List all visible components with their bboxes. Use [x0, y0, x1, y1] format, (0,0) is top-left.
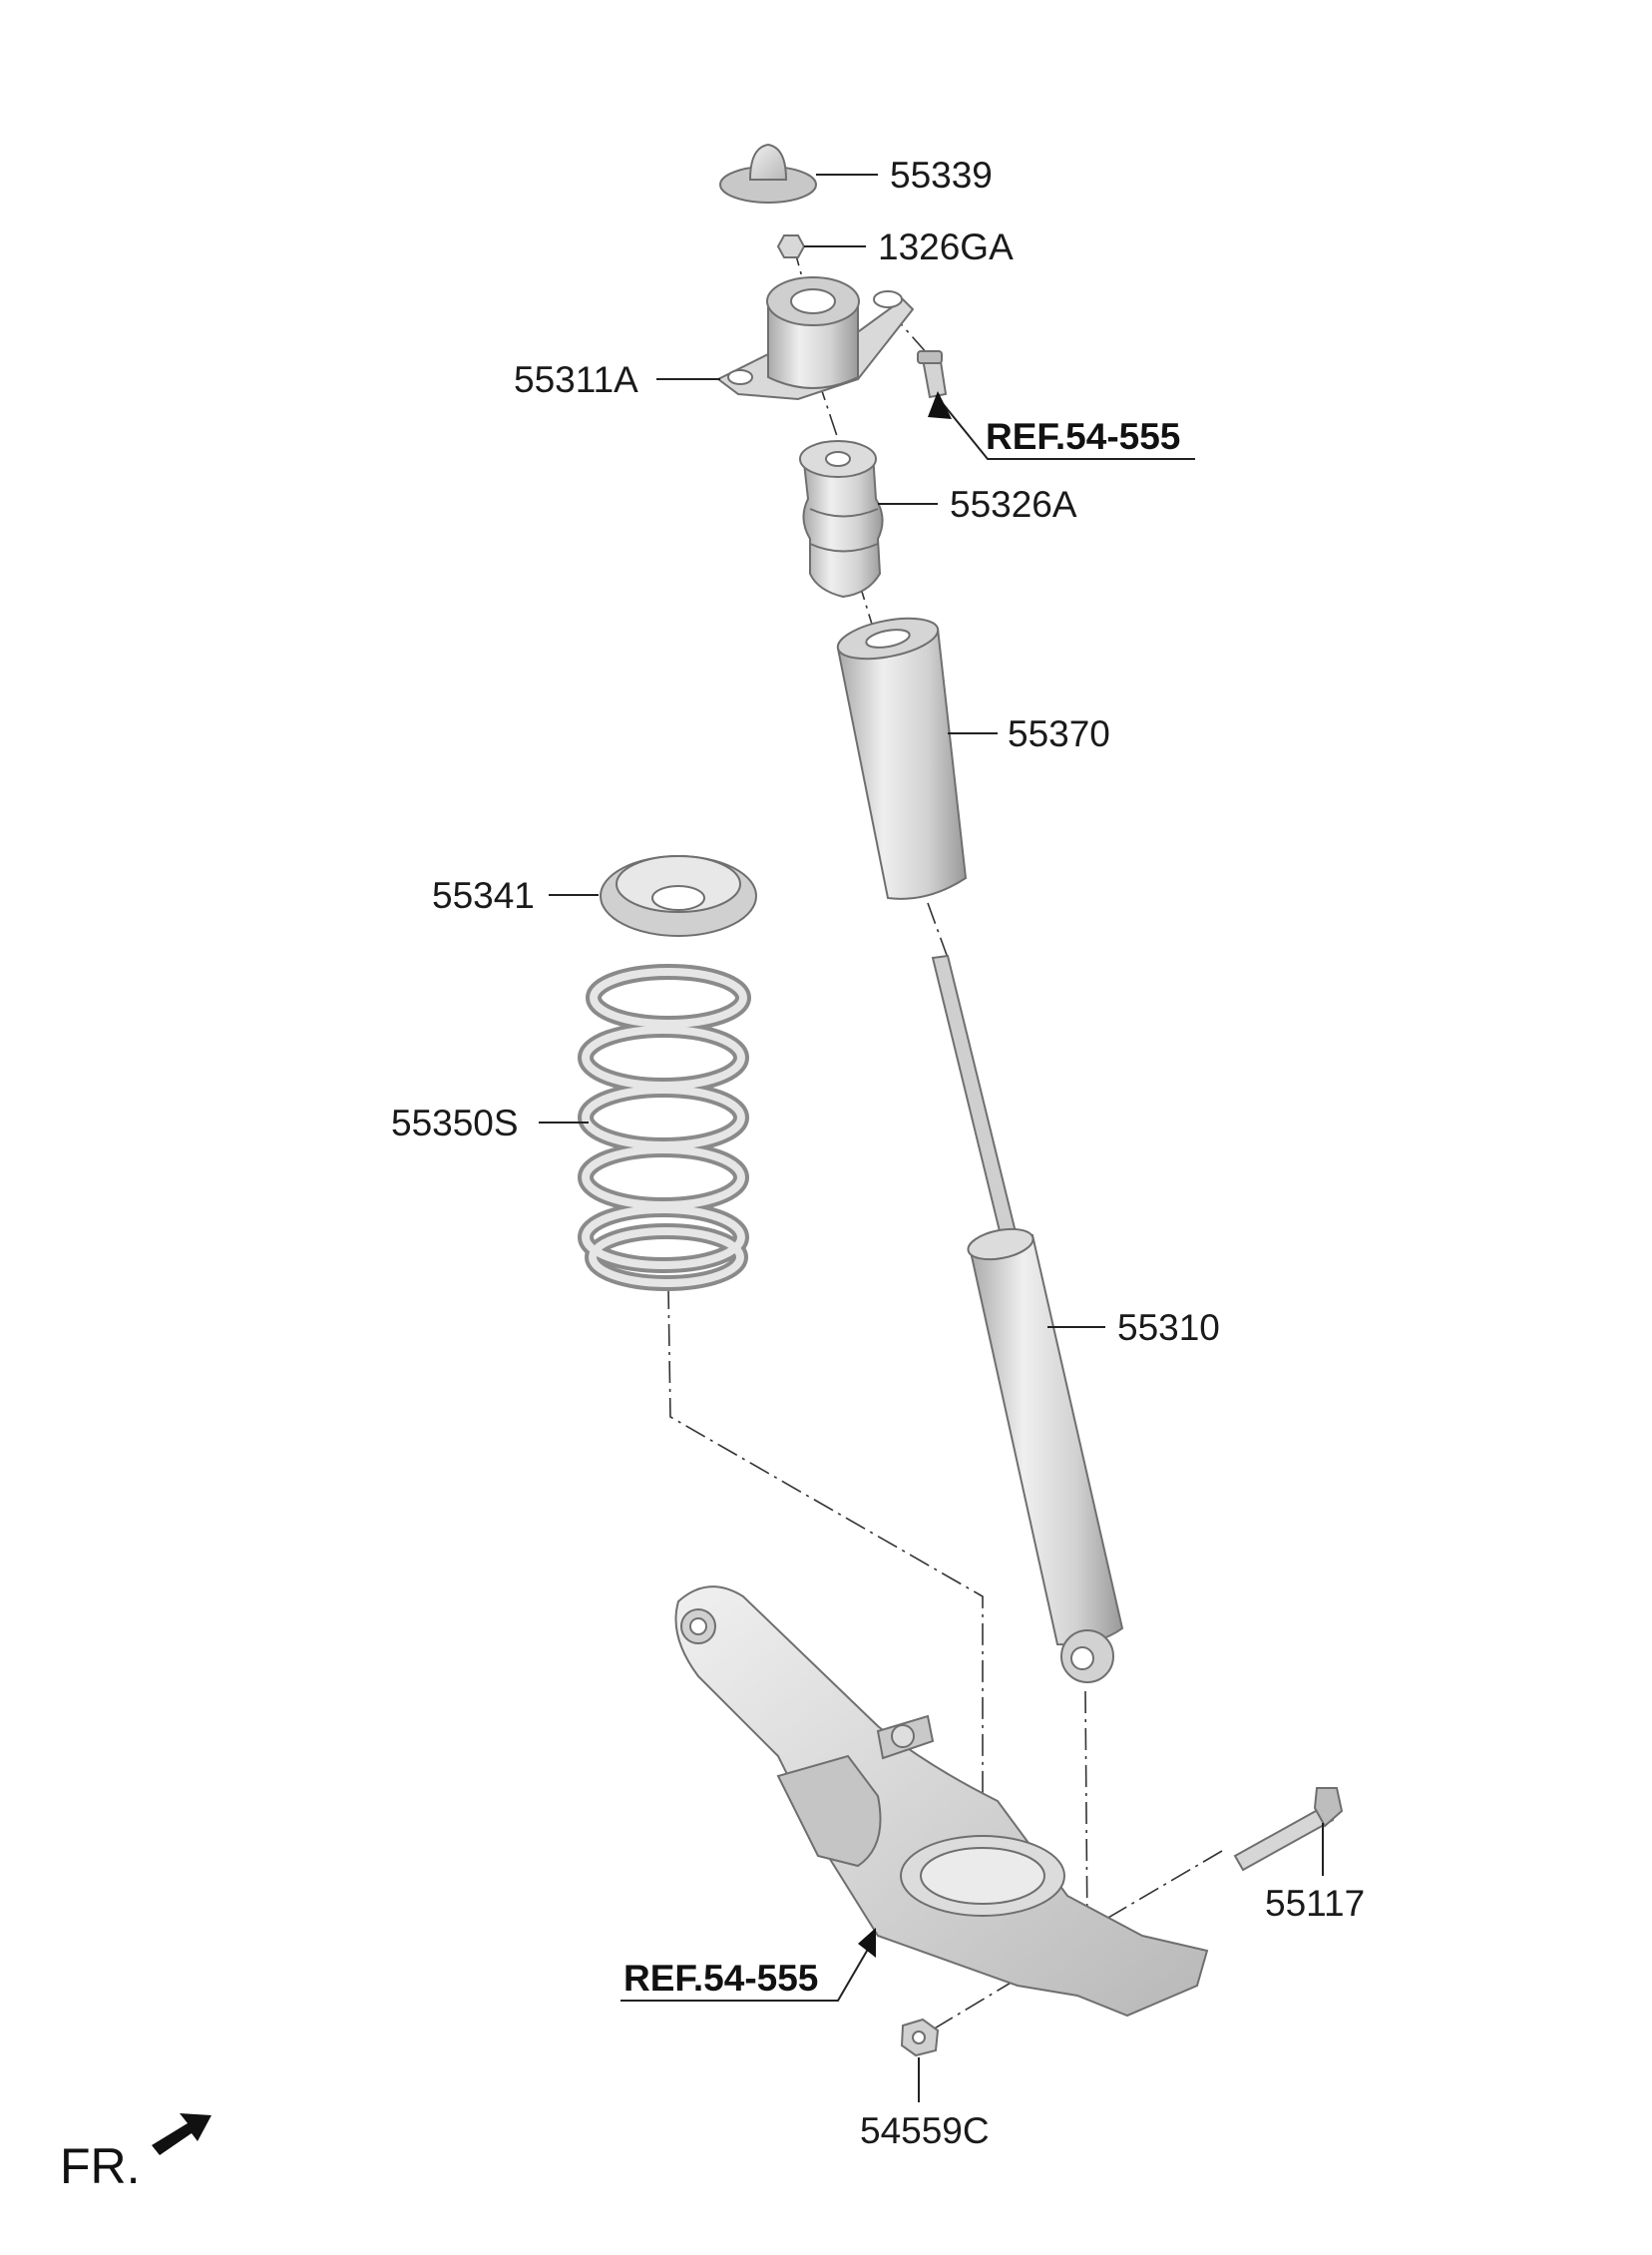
part-55117-bolt [1233, 1787, 1344, 1872]
front-arrow-icon [152, 2113, 211, 2155]
label-55370: 55370 [1008, 713, 1110, 754]
label-55311A: 55311A [514, 359, 638, 400]
label-55350S: 55350S [391, 1103, 519, 1143]
part-55311A-mount [716, 276, 915, 401]
assembly-centerlines [667, 243, 1223, 2036]
label-ref-top: REF.54-555 [986, 416, 1180, 457]
leader-lines [539, 174, 1324, 2102]
label-1326GA: 1326GA [878, 226, 1014, 267]
part-55339-cap [719, 143, 817, 204]
part-54559C-nut [900, 2018, 940, 2057]
ref-arrowheads [858, 391, 952, 1958]
label-55341: 55341 [432, 875, 535, 916]
part-55341-spring-seat [600, 855, 757, 937]
label-54559C: 54559C [860, 2110, 990, 2151]
label-55117: 55117 [1265, 1883, 1365, 1924]
part-mount-bolt [917, 350, 948, 399]
part-1326GA-nut [776, 234, 806, 258]
part-55350S-coil-highlight [582, 968, 747, 1287]
part-lower-control-arm [674, 1585, 1209, 2018]
label-ref-bottom: REF.54-555 [623, 1958, 818, 1999]
label-fr: FR. [60, 2138, 141, 2194]
label-55326A: 55326A [950, 484, 1077, 525]
part-55326A-bump-stop [799, 440, 884, 599]
part-55370-dust-cover [836, 617, 968, 900]
label-55339: 55339 [890, 155, 993, 196]
front-direction-indicator: FR. [60, 2113, 211, 2194]
label-55310: 55310 [1117, 1307, 1220, 1348]
part-55310-shock-absorber [931, 954, 1124, 1683]
